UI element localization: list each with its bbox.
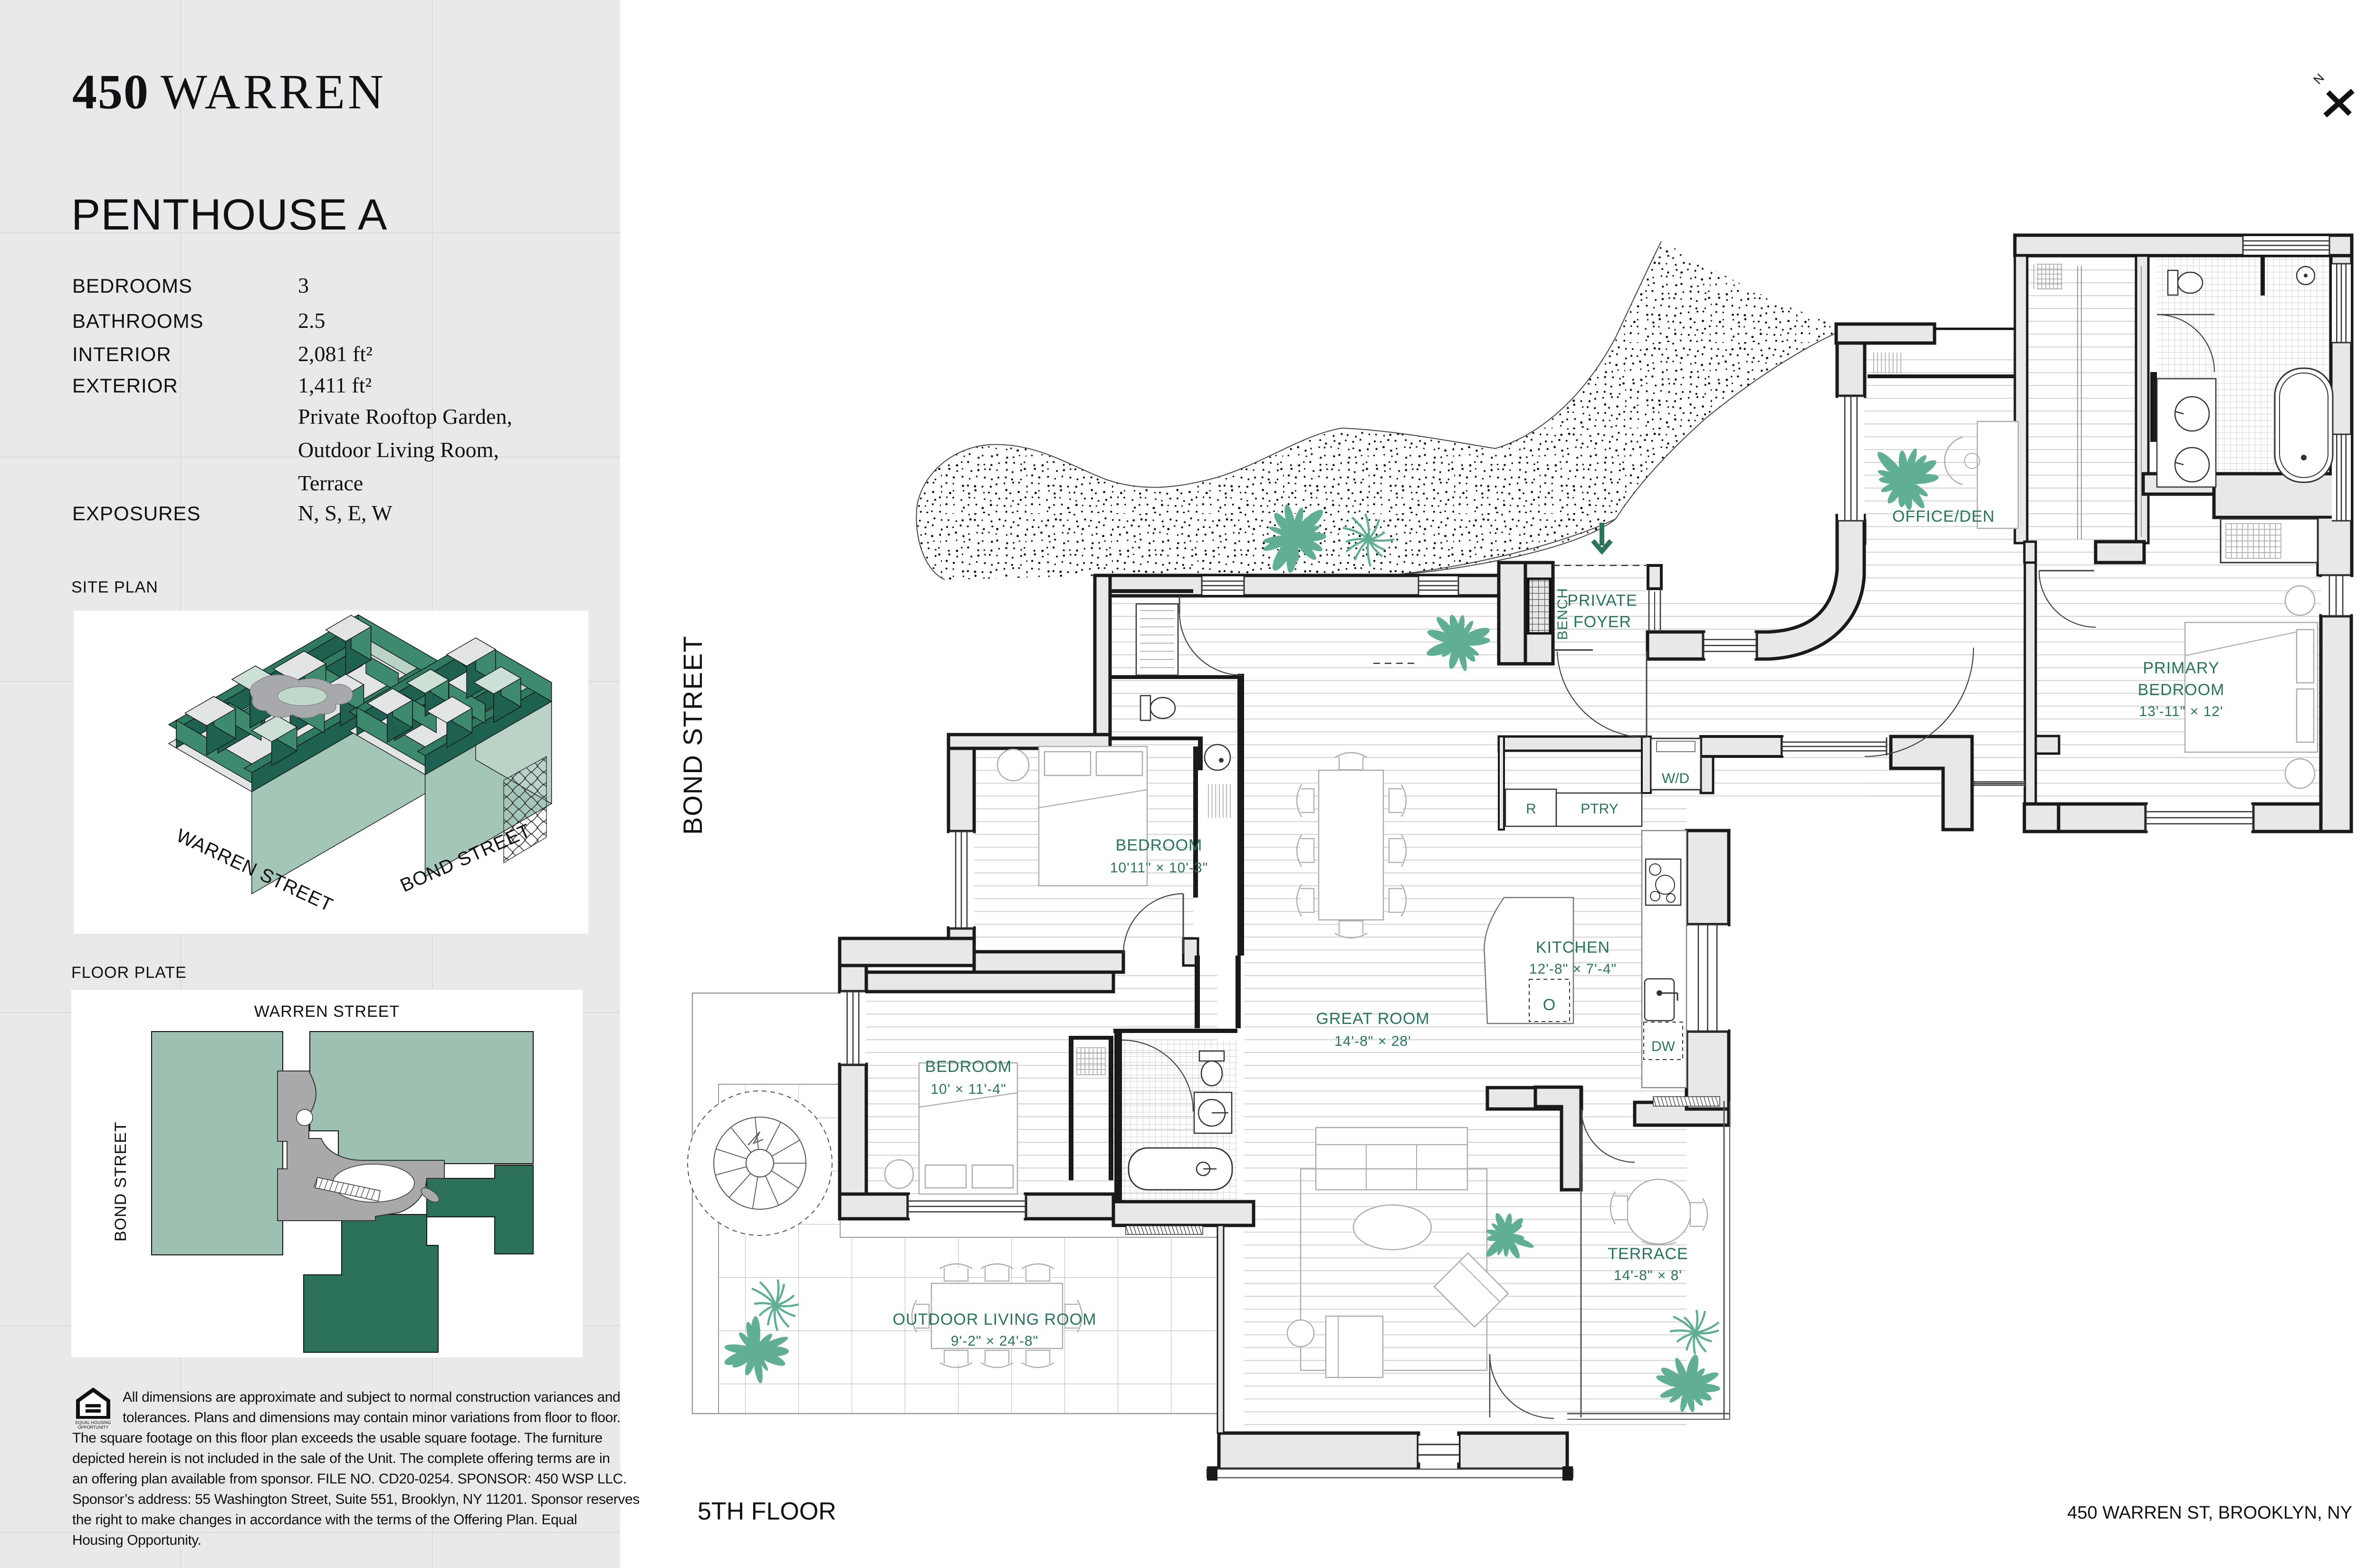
- svg-text:tolerances. Plans and dimensio: tolerances. Plans and dimensions may con…: [123, 1410, 621, 1425]
- svg-text:W/D: W/D: [1662, 771, 1689, 786]
- svg-text:an offering plan available fro: an offering plan available from sponsor.…: [72, 1471, 627, 1487]
- svg-text:All dimensions are approximate: All dimensions are approximate and subje…: [123, 1389, 620, 1405]
- svg-text:12'-8" × 7'-4": 12'-8" × 7'-4": [1529, 961, 1617, 977]
- svg-text:OFFICE/DEN: OFFICE/DEN: [1892, 507, 1995, 526]
- svg-text:450 WARREN ST, BROOKLYN, NY: 450 WARREN ST, BROOKLYN, NY: [2067, 1503, 2352, 1523]
- svg-text:TERRACE: TERRACE: [1608, 1245, 1688, 1263]
- svg-text:BEDROOM: BEDROOM: [925, 1058, 1012, 1076]
- svg-text:Sponsor’s address: 55 Washingt: Sponsor’s address: 55 Washington Street,…: [72, 1492, 640, 1507]
- svg-text:KITCHEN: KITCHEN: [1536, 938, 1610, 956]
- svg-text:Terrace: Terrace: [298, 471, 363, 495]
- svg-text:BEDROOMS: BEDROOMS: [72, 275, 192, 297]
- svg-text:N, S, E, W: N, S, E, W: [298, 501, 393, 525]
- svg-text:depicted herein is not include: depicted herein is not included in the s…: [72, 1451, 610, 1466]
- svg-text:EXTERIOR: EXTERIOR: [72, 374, 178, 397]
- svg-text:R: R: [1526, 801, 1536, 817]
- svg-text:9'-2" × 24'-8": 9'-2" × 24'-8": [951, 1333, 1038, 1349]
- svg-text:BENCH: BENCH: [1555, 588, 1571, 640]
- svg-text:GREAT ROOM: GREAT ROOM: [1316, 1010, 1429, 1028]
- svg-text:PRIMARY: PRIMARY: [2143, 659, 2219, 677]
- svg-text:EXPOSURES: EXPOSURES: [72, 502, 201, 525]
- svg-text:3: 3: [298, 273, 309, 297]
- svg-text:10' × 11'-4": 10' × 11'-4": [930, 1081, 1006, 1097]
- svg-text:2.5: 2.5: [298, 308, 326, 333]
- svg-text:FLOOR PLATE: FLOOR PLATE: [71, 964, 187, 982]
- svg-text:O: O: [1543, 996, 1555, 1014]
- svg-text:Private Rooftop Garden,: Private Rooftop Garden,: [298, 404, 512, 429]
- svg-text:2,081 ft²: 2,081 ft²: [298, 342, 373, 366]
- svg-text:WARREN STREET: WARREN STREET: [254, 1003, 400, 1021]
- svg-text:PENTHOUSE A: PENTHOUSE A: [71, 191, 387, 239]
- svg-text:EQUAL HOUSING: EQUAL HOUSING: [76, 1420, 111, 1425]
- svg-text:PTRY: PTRY: [1581, 801, 1618, 817]
- svg-text:INTERIOR: INTERIOR: [72, 343, 172, 365]
- svg-text:BEDROOM: BEDROOM: [1116, 836, 1203, 854]
- svg-text:450: 450: [72, 65, 149, 119]
- svg-text:10'11" × 10'-3": 10'11" × 10'-3": [1110, 860, 1208, 876]
- svg-text:14'-8" × 8': 14'-8" × 8': [1614, 1268, 1682, 1283]
- svg-text:1,411 ft²: 1,411 ft²: [298, 373, 372, 397]
- svg-text:FOYER: FOYER: [1573, 613, 1631, 631]
- svg-text:BOND STREET: BOND STREET: [678, 635, 708, 835]
- svg-text:the right to make changes in a: the right to make changes in accordance …: [72, 1512, 577, 1528]
- svg-text:The square footage on this flo: The square footage on this floor plan ex…: [72, 1430, 603, 1446]
- svg-text:OPPORTUNITY: OPPORTUNITY: [78, 1425, 109, 1430]
- svg-text:BATHROOMS: BATHROOMS: [72, 310, 204, 332]
- svg-text:WARREN: WARREN: [161, 65, 386, 119]
- svg-text:13'-11" × 12': 13'-11" × 12': [2139, 704, 2223, 719]
- svg-text:DW: DW: [1651, 1039, 1676, 1054]
- svg-text:BOND STREET: BOND STREET: [112, 1121, 130, 1242]
- svg-text:Outdoor Living Room,: Outdoor Living Room,: [298, 438, 499, 462]
- svg-text:Housing Opportunity.: Housing Opportunity.: [72, 1532, 201, 1548]
- svg-text:5TH FLOOR: 5TH FLOOR: [698, 1498, 836, 1525]
- svg-text:PRIVATE: PRIVATE: [1567, 592, 1637, 610]
- svg-text:14'-8" × 28': 14'-8" × 28': [1334, 1033, 1411, 1049]
- svg-text:BEDROOM: BEDROOM: [2138, 681, 2225, 699]
- svg-text:OUTDOOR LIVING ROOM: OUTDOOR LIVING ROOM: [893, 1310, 1097, 1329]
- svg-text:SITE PLAN: SITE PLAN: [71, 578, 158, 596]
